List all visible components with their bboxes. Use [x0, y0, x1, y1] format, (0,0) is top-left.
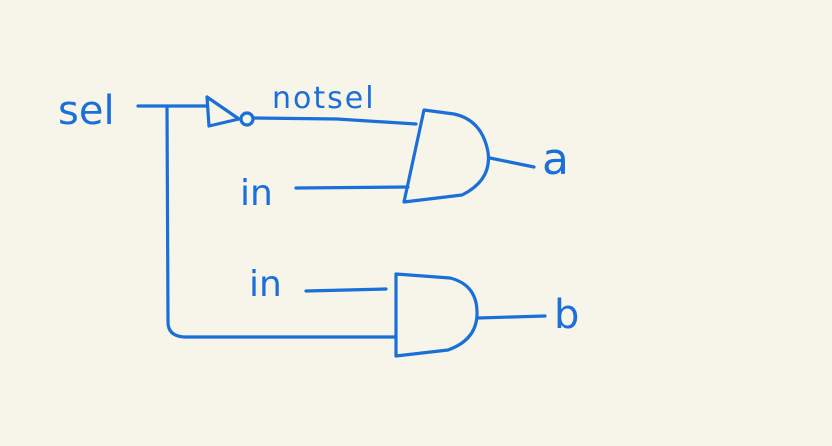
in-bottom-label: in [249, 264, 282, 305]
not-gate-bubble [239, 111, 255, 127]
in-top-label: in [240, 173, 273, 214]
out-b-wire [476, 314, 547, 320]
not-gate [205, 95, 255, 128]
not-gate-body [205, 95, 241, 128]
in-bottom-wire [304, 287, 388, 293]
out-a-label: a [542, 134, 569, 185]
notsel-label: notsel [272, 81, 376, 116]
sel-label: sel [58, 88, 115, 134]
and-gate-top [402, 108, 491, 204]
sel-branch-wire [165, 104, 396, 339]
in-top-wire [294, 185, 410, 190]
notsel-wire [252, 116, 418, 126]
out-a-wire [488, 156, 536, 169]
out-b-label: b [554, 292, 579, 338]
and-gate-bottom [394, 272, 479, 358]
